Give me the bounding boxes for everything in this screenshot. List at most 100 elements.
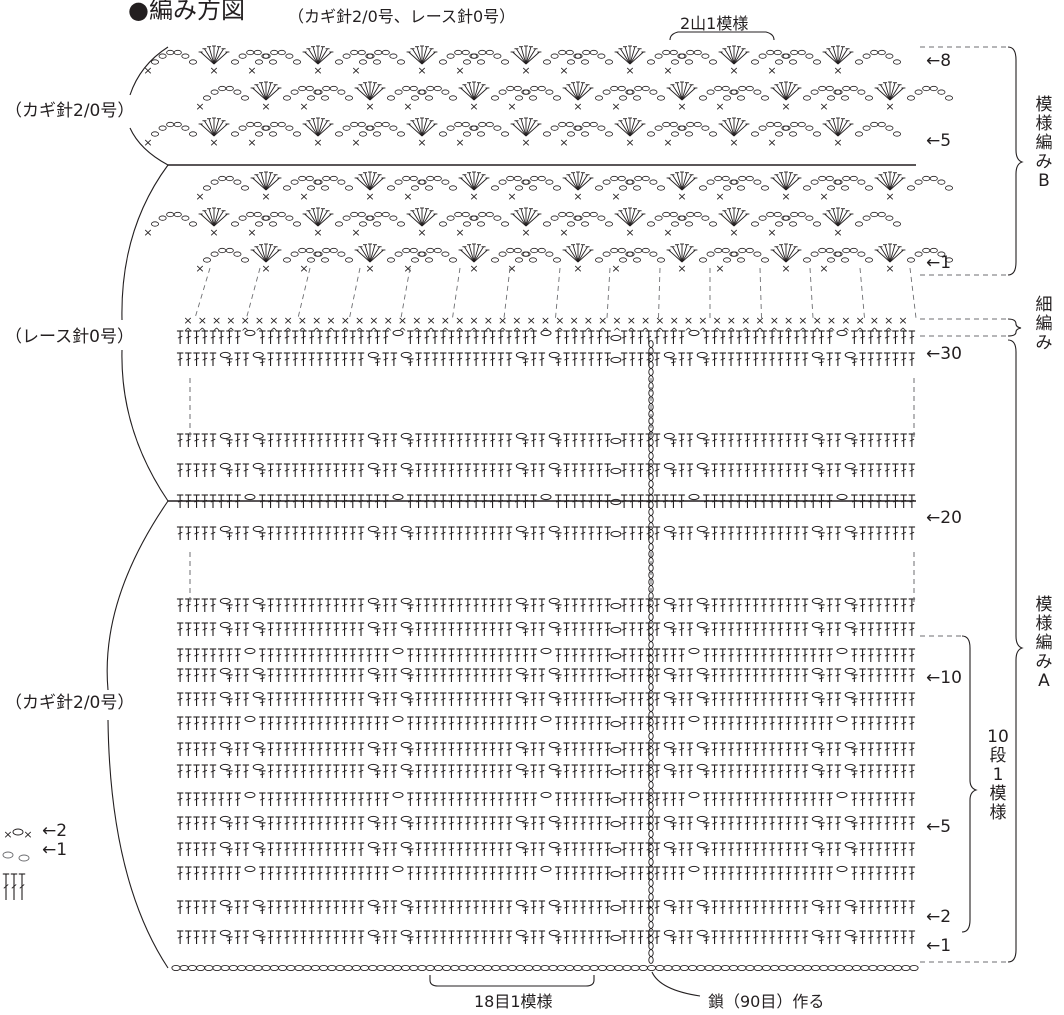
chain-oval [368,692,378,697]
chain-oval [611,673,621,678]
chain-oval [689,792,699,797]
chain-oval [697,598,707,603]
chain-oval [549,930,559,935]
treble-bar [375,702,379,703]
chain-oval [812,598,822,603]
chain-oval [401,842,411,847]
chain-oval [845,692,855,697]
treble-bar [852,362,856,363]
treble-bar [671,702,675,703]
center-chain [649,670,653,677]
treble-bar [375,752,379,753]
chain-oval [220,526,230,531]
center-chain [649,341,653,348]
treble-bar [375,632,379,633]
chain-oval [253,668,263,673]
treble-bar [704,608,708,609]
chain-oval [220,742,230,747]
chain-oval [812,816,822,821]
center-chain [649,803,653,810]
chain-oval [812,622,822,627]
chain-oval [401,352,411,357]
chain-oval [220,668,230,673]
chain-oval [664,692,674,697]
treble-bar [227,702,231,703]
chain-oval [220,842,230,847]
chain-oval [401,816,411,821]
chain-oval [393,648,403,653]
chain-oval [393,792,403,797]
treble-bar [260,473,264,474]
chain-oval [611,821,621,826]
treble-bar [375,910,379,911]
treble-bar [375,678,379,679]
treble-bar [852,536,856,537]
chain-oval [549,842,559,847]
chain-oval [664,463,674,468]
chain-oval [845,433,855,438]
center-chain [649,446,653,453]
chain-oval [516,742,526,747]
chain-oval [664,352,674,357]
treble-bar [375,826,379,827]
center-chain [649,642,653,649]
treble-bar [227,910,231,911]
chain-oval [664,526,674,531]
chain-oval [401,622,411,627]
chain-oval [245,716,255,721]
treble-bar [852,940,856,941]
treble-bar [704,852,708,853]
treble-bar [556,362,560,363]
treble-bar [408,632,412,633]
chain-oval [220,900,230,905]
chain-oval [368,598,378,603]
chain-oval [611,847,621,852]
treble-bar [704,473,708,474]
chain-oval [220,692,230,697]
treble-bar [556,678,560,679]
treble-bar [852,826,856,827]
chain-oval [253,433,263,438]
treble-bar [819,536,823,537]
treble-bar [852,443,856,444]
center-chain [649,810,653,817]
chain-oval [393,866,403,871]
chain-oval [220,764,230,769]
chain-oval [549,622,559,627]
chain-oval [253,526,263,531]
chain-oval [368,433,378,438]
chain-oval [516,842,526,847]
treble-bar [227,443,231,444]
treble-bar [227,752,231,753]
chain-oval [845,668,855,673]
center-chain [649,691,653,698]
treble-bar [556,443,560,444]
chain-oval [611,468,621,473]
chain-oval [245,866,255,871]
chain-oval [611,697,621,702]
center-chain [649,481,653,488]
treble-bar [704,910,708,911]
treble-bar [408,608,412,609]
chain-oval [549,816,559,821]
chain-oval [845,816,855,821]
treble-bar [819,702,823,703]
treble-bar [819,826,823,827]
chain-oval [689,494,699,499]
chain-oval [368,352,378,357]
chain-oval [401,526,411,531]
chain-oval [516,622,526,627]
treble-bar [227,473,231,474]
chain-oval [664,930,674,935]
center-chain [649,607,653,614]
treble-bar [227,852,231,853]
chain-oval [220,598,230,603]
treble-bar [556,608,560,609]
center-chain [649,677,653,684]
treble-bar [704,536,708,537]
treble-bar [260,774,264,775]
treble-bar [523,678,527,679]
treble-bar [852,752,856,753]
chain-oval [220,352,230,357]
